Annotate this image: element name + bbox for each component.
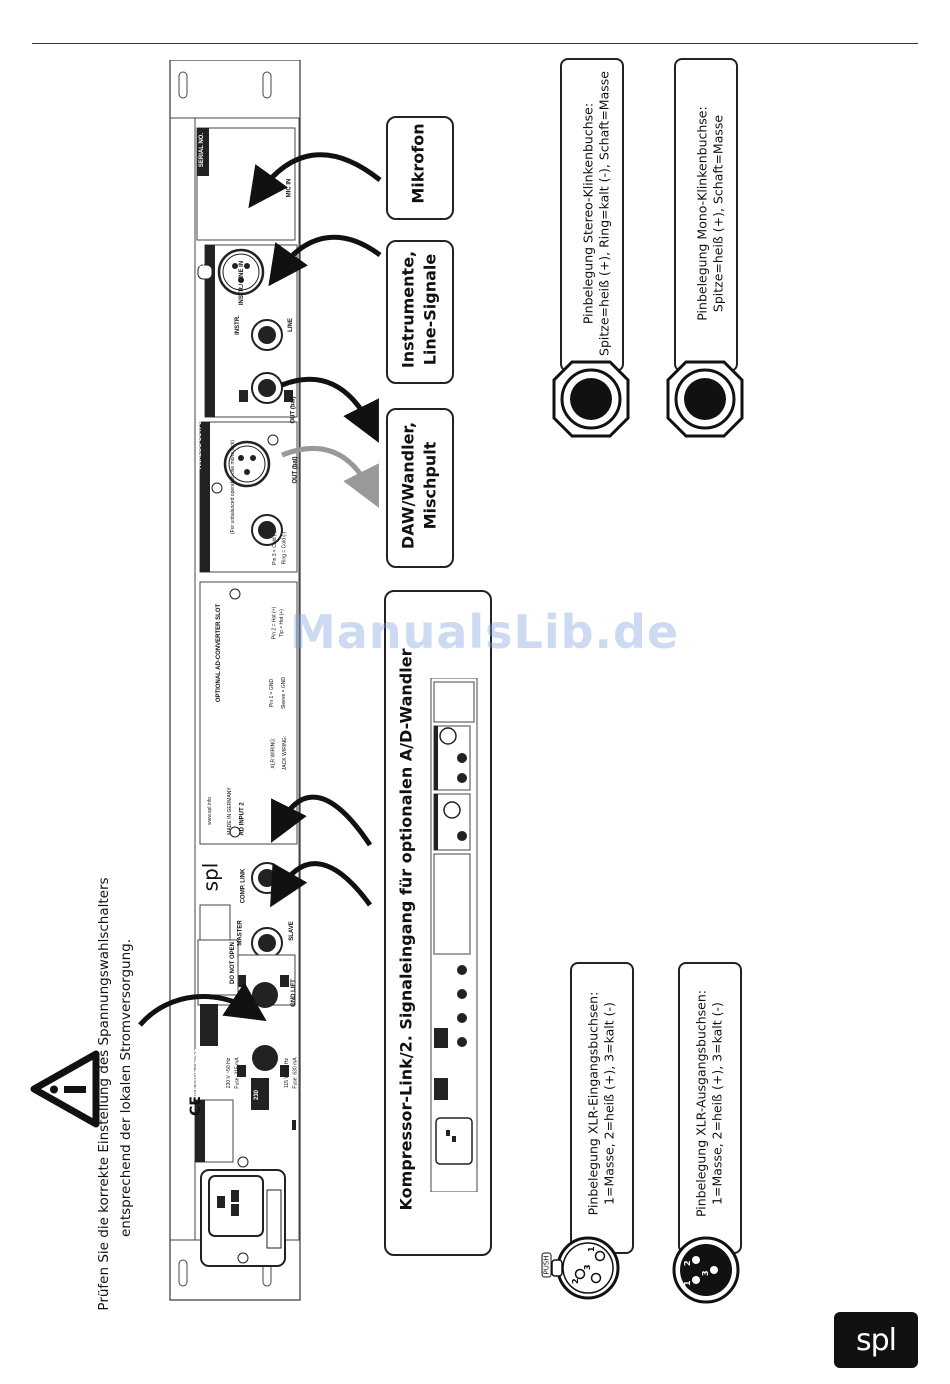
xlr-in-label-box xyxy=(570,962,634,1254)
panel-fuse115: Fuse: 630 mA xyxy=(292,1057,299,1089)
panel-voltage-fuse-label: VOLTAGE / FUSE xyxy=(193,1048,200,1098)
mono-jack-label-box xyxy=(674,58,738,372)
svg-text:1: 1 xyxy=(587,1246,596,1252)
callout-instr-l2: Line-Signale xyxy=(420,253,440,366)
warning-text-line1: Prüfen Sie die korrekte Einstellung des … xyxy=(96,877,112,1311)
callout-comp-link: Kompressor-Link/2. Signaleingang für opt… xyxy=(396,648,416,1211)
callout-daw-box xyxy=(386,408,454,568)
xlr-in-icon: 1 2 3 xyxy=(551,1236,620,1300)
svg-text:1: 1 xyxy=(683,1280,692,1286)
callout-mic-box xyxy=(386,116,454,220)
watermark: ManualsLib.de xyxy=(290,605,680,659)
xlr-out-pinout-l2: 1=Masse, 2=heiß (+), 3=kalt (-) xyxy=(709,1002,725,1205)
stereo-jack-pinout-l2: Spitze=heiß (+), Ring=kalt (-), Schaft=M… xyxy=(596,71,612,356)
panel-v115: 115 V ~60 Hz xyxy=(284,1057,291,1089)
panel-voltage-switch: 230 xyxy=(254,1089,261,1101)
stereo-jack-icon xyxy=(552,360,630,438)
connection-arrows xyxy=(138,152,382,1027)
xlr-out-label-box xyxy=(678,962,742,1254)
spl-logo: spl xyxy=(834,1312,918,1368)
callout-instr-l1: Instrumente, xyxy=(398,250,418,369)
callout-instr-box xyxy=(386,240,454,384)
xlr-push-label: PUSH xyxy=(541,1252,552,1278)
xlr-in-pinout-l2: 1=Masse, 2=heiß (+), 3=kalt (-) xyxy=(601,1002,617,1205)
svg-text:2: 2 xyxy=(571,1278,580,1284)
svg-text:3: 3 xyxy=(583,1264,592,1270)
svg-text:2: 2 xyxy=(683,1260,692,1266)
xlr-in-pinout-l1: Pinbelegung XLR-Eingangsbuchsen: xyxy=(585,991,601,1216)
panel-ce-mark: CE xyxy=(187,1096,204,1116)
panel-fuse230: Fuse: 315 mA xyxy=(234,1057,241,1089)
mono-jack-pinout-l2: Spitze=heiß (+), Schaft=Masse xyxy=(710,114,726,313)
mini-device-thumbnail xyxy=(430,678,478,1192)
spl-logo-text: spl xyxy=(855,1322,897,1358)
top-rule xyxy=(32,43,918,44)
panel-v230: 230 V ~50 Hz xyxy=(226,1057,233,1089)
mono-jack-icon xyxy=(666,360,744,438)
mono-jack-pinout-l1: Pinbelegung Mono-Klinkenbuchse: xyxy=(694,106,710,321)
callout-daw-l1: DAW/Wandler, xyxy=(398,421,418,550)
stereo-jack-label-box xyxy=(560,58,624,372)
warning-icon xyxy=(30,1050,100,1128)
callout-daw-l2: Mischpult xyxy=(420,441,440,530)
xlr-out-icon: 2 1 3 xyxy=(672,1236,740,1304)
svg-text:3: 3 xyxy=(701,1270,710,1276)
xlr-out-pinout-l1: Pinbelegung XLR-Ausgangsbuchsen: xyxy=(693,990,709,1218)
stereo-jack-pinout-l1: Pinbelegung Stereo-Klinkenbuchse: xyxy=(580,102,596,325)
callout-mic: Mikrofon xyxy=(408,123,428,204)
